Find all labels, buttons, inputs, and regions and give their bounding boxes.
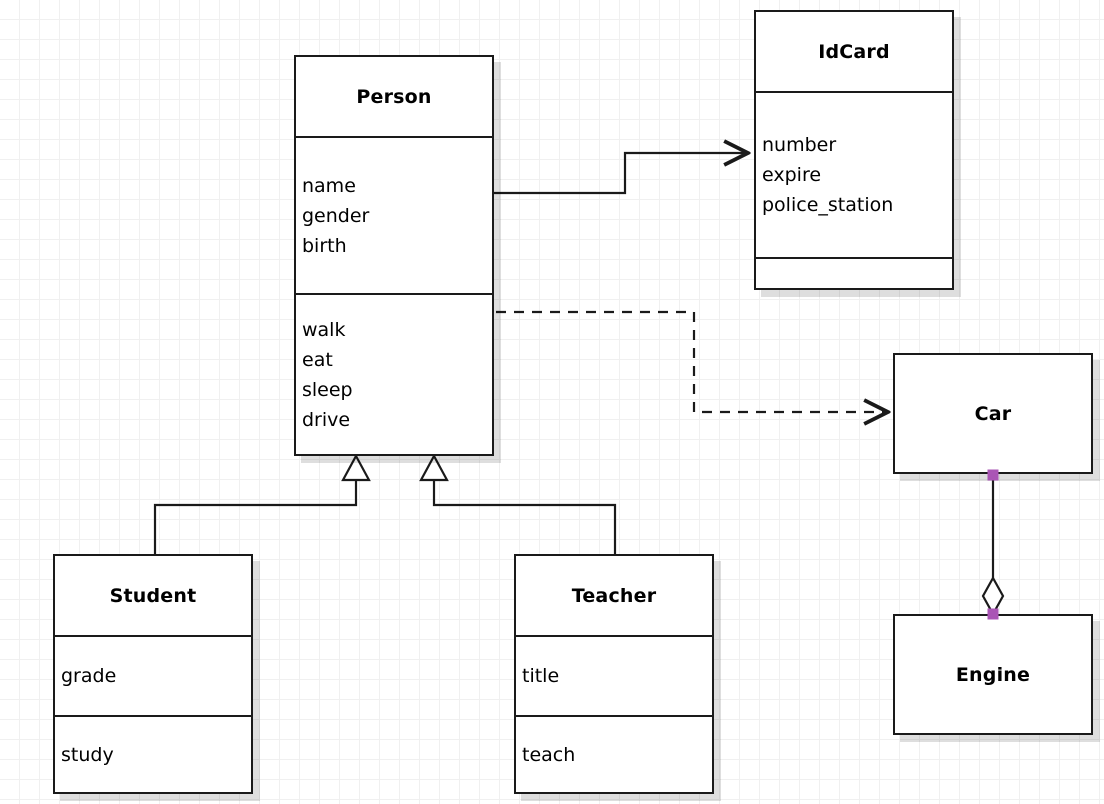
class-name-label: Student [109, 584, 197, 607]
attribute-item: grade [61, 665, 117, 687]
class-box-person[interactable]: Person name gender birth walk eat sleep … [294, 55, 494, 456]
edge-handle-car-end[interactable] [987, 469, 999, 481]
attribute-item: birth [302, 234, 347, 257]
methods-student: study [55, 715, 251, 792]
class-title-idcard: IdCard [756, 12, 952, 91]
class-name-label: Teacher [571, 584, 657, 607]
edge-person-car[interactable] [496, 310, 888, 412]
methods-person: walk eat sleep drive [296, 293, 492, 454]
attribute-item: police_station [762, 194, 894, 216]
class-title-car: Car [895, 355, 1091, 472]
attribute-item: title [522, 665, 560, 687]
class-name-label: Car [974, 402, 1012, 425]
attribute-item: name [302, 174, 356, 197]
class-box-car[interactable]: Car [893, 353, 1093, 474]
edge-handle-engine-end[interactable] [987, 608, 999, 620]
class-title-teacher: Teacher [516, 556, 712, 635]
attributes-teacher: title [516, 635, 712, 715]
class-title-student: Student [55, 556, 251, 635]
method-item: eat [302, 348, 333, 371]
edge-car-engine[interactable] [981, 474, 1005, 617]
class-box-engine[interactable]: Engine [893, 614, 1093, 735]
attributes-person: name gender birth [296, 136, 492, 293]
method-item: drive [302, 408, 351, 431]
attribute-item: expire [762, 164, 822, 186]
attribute-item: number [762, 134, 837, 156]
class-title-person: Person [296, 57, 492, 136]
class-box-teacher[interactable]: Teacher title teach [514, 554, 714, 794]
method-item: sleep [302, 378, 353, 401]
attribute-item: gender [302, 204, 370, 227]
attributes-student: grade [55, 635, 251, 715]
class-title-engine: Engine [895, 616, 1091, 733]
edge-person-idcard[interactable] [494, 153, 748, 195]
edge-teacher-person[interactable] [419, 453, 617, 554]
class-name-label: IdCard [818, 40, 890, 63]
class-name-label: Person [356, 85, 432, 108]
class-box-student[interactable]: Student grade study [53, 554, 253, 794]
class-box-idcard[interactable]: IdCard number expire police_station [754, 10, 954, 290]
edge-student-person[interactable] [153, 453, 371, 554]
methods-idcard [756, 257, 952, 288]
class-name-label: Engine [955, 663, 1031, 686]
attributes-idcard: number expire police_station [756, 91, 952, 257]
method-item: teach [522, 743, 576, 766]
method-item: walk [302, 318, 346, 341]
methods-teacher: teach [516, 715, 712, 792]
method-item: study [61, 743, 114, 766]
